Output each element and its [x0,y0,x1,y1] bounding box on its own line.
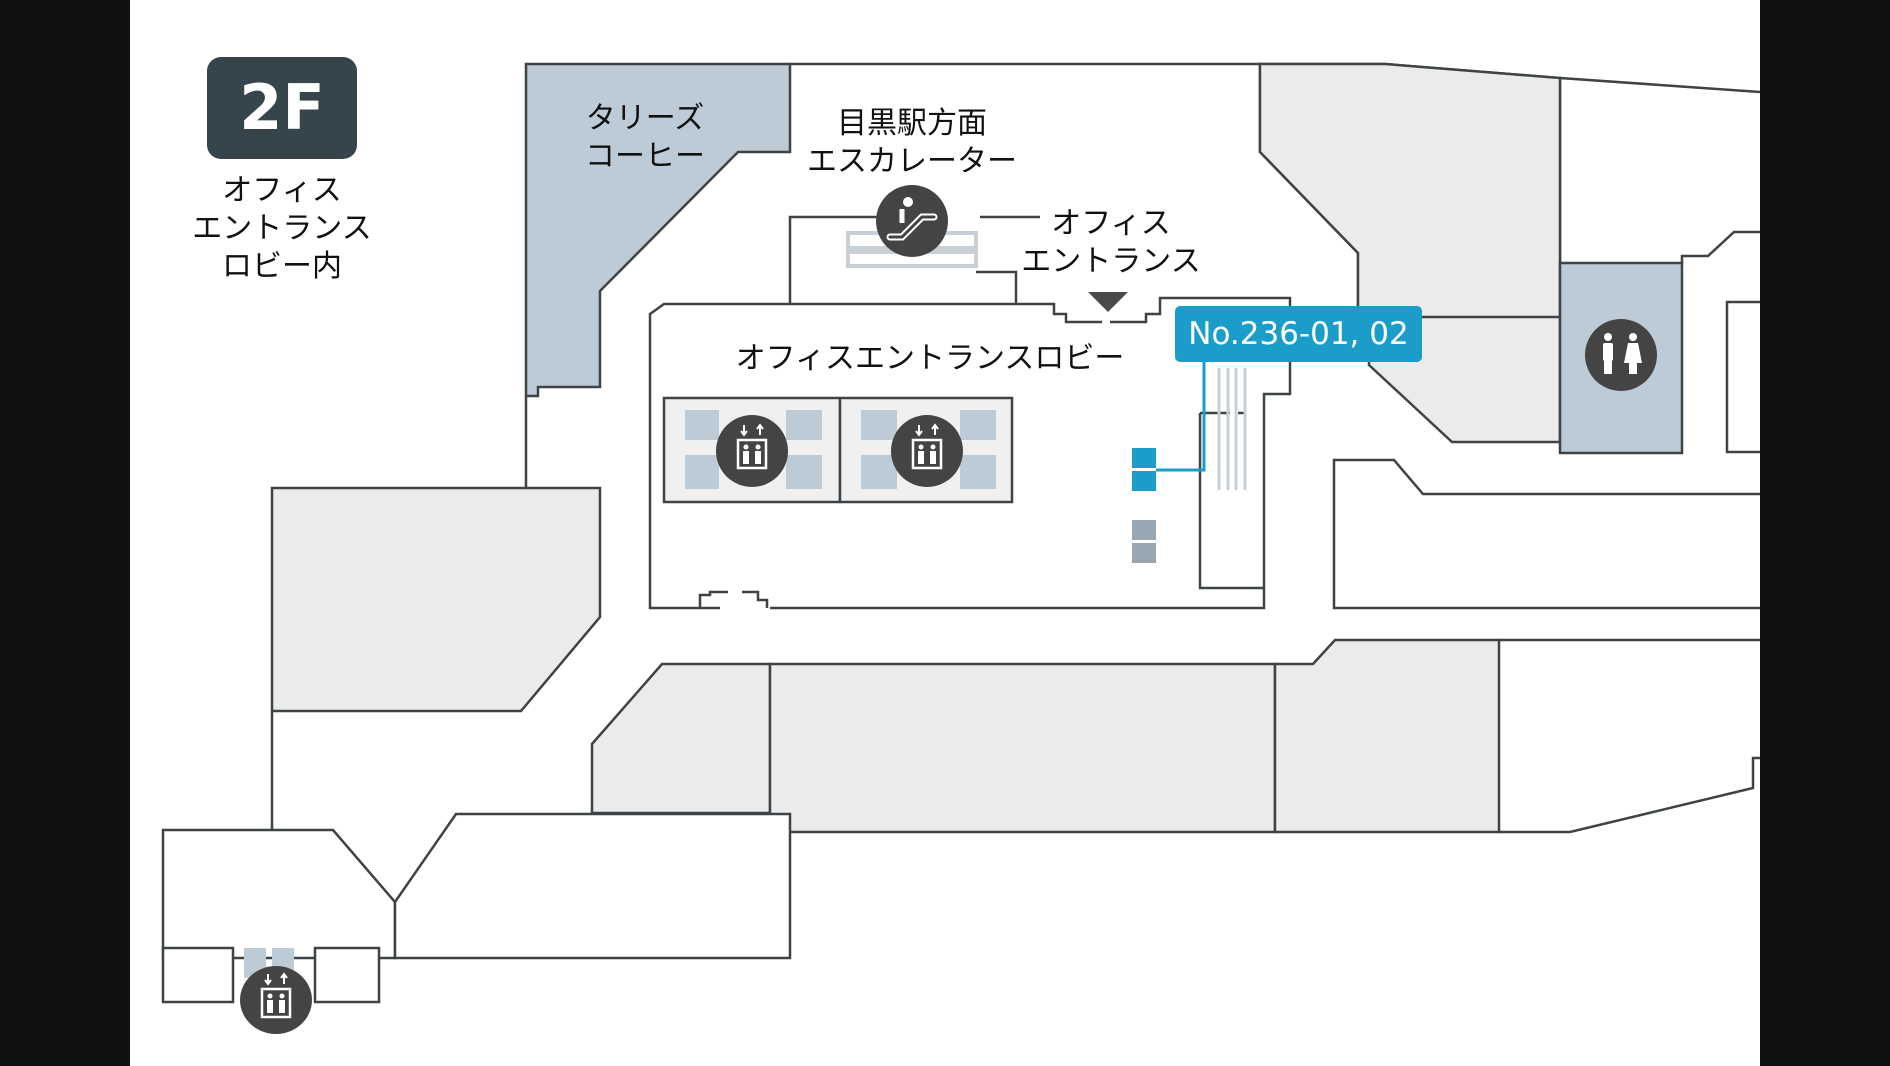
tullys-coffee-area[interactable] [524,62,792,398]
locker-room-wall [1198,430,1264,590]
elevator-icon [716,415,788,487]
small-room-right[interactable] [313,946,381,1004]
floor-badge: 2F [207,57,357,159]
tenant-lower-center[interactable] [393,812,792,960]
tenant-right-long[interactable] [1332,458,1760,610]
tenant-left-large[interactable] [270,486,602,713]
floor-caption: オフィス エントランス ロビー内 [192,173,372,284]
tag-leader-line [1156,362,1206,472]
elevator-cars [244,410,996,978]
lobby-label: オフィスエントランスロビー [735,341,1125,376]
tenant-middle[interactable] [768,662,1277,834]
locker-number-tag[interactable]: No.236-01, 02 [1175,306,1422,362]
lockers [1132,368,1247,563]
small-room-left[interactable] [161,946,235,1004]
floor-plan [161,62,1760,1034]
locker-236-01[interactable] [1132,448,1156,468]
entrance-arrow-icon [1088,292,1128,312]
office-entrance-label: オフィス エントランス [1021,206,1201,279]
tullys-coffee-label: タリーズ コーヒー [585,101,705,174]
elevator-icon [240,966,312,1034]
tenant-top-right[interactable] [1258,62,1562,444]
tenant-middle-right[interactable] [1273,638,1501,834]
escalator-icon [876,185,948,257]
elevator-icon [891,415,963,487]
tenant-middle-left[interactable] [590,662,772,815]
tenant-lower-left[interactable] [161,828,397,960]
locker-236-02[interactable] [1132,471,1156,491]
escalator-label: 目黒駅方面 エスカレーター [807,106,1017,179]
lobby-wall [648,302,1102,610]
restroom-icon [1585,319,1657,391]
floor-map-canvas: 2F オフィス エントランス ロビー内 タリーズ コーヒー 目黒駅方面 エスカレ… [130,0,1760,1066]
